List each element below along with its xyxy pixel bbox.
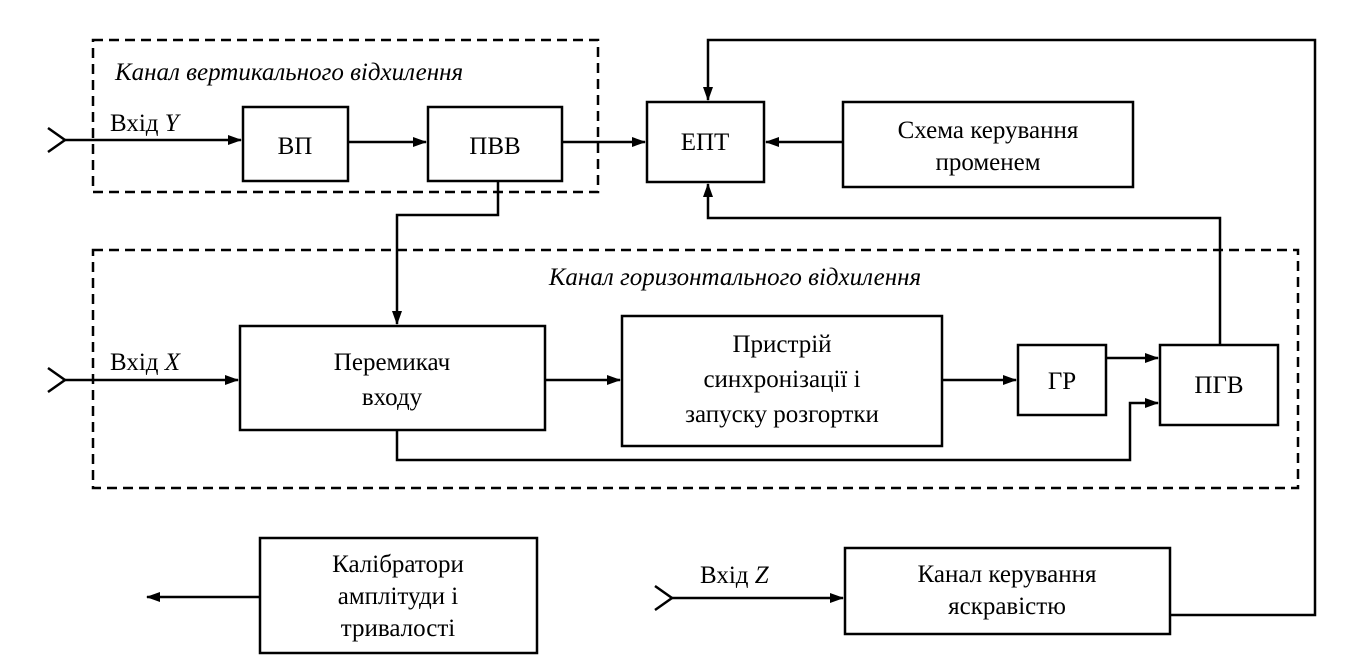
gr-block: [1016, 343, 1108, 417]
wire-pvv-to-input-switch: [392, 181, 500, 325]
brightness-label-2: яскравістю: [948, 593, 1066, 620]
vp-label: ВП: [278, 133, 313, 160]
input-z-connector: [654, 584, 675, 612]
pgv-label: ПГВ: [1194, 372, 1243, 399]
wire-switch-bypass-to-pgv: [395, 398, 1159, 462]
pvv-label: ПВВ: [469, 133, 520, 160]
input-x-label: Вхід X: [110, 349, 182, 376]
calibrators-label-1: Калібратори: [332, 551, 464, 578]
beam-control-label-1: Схема керування: [898, 117, 1079, 144]
sync-block: [620, 314, 944, 448]
input-switch-block: [238, 324, 547, 432]
vertical-channel-frame: [91, 38, 600, 194]
beam-control-block: [841, 100, 1135, 189]
pvv-block: [426, 105, 564, 183]
input-switch-label-2: входу: [362, 384, 423, 411]
calibrators-block: [258, 536, 539, 655]
vertical-channel-title: Канал вертикального відхилення: [114, 59, 463, 86]
input-switch-label-1: Перемикач: [334, 349, 450, 376]
ept-label: ЕПТ: [681, 129, 730, 156]
sync-label-2: синхронізації і: [703, 366, 860, 393]
wire-brightness-to-ept: [703, 38, 1317, 617]
brightness-channel-block: [843, 546, 1172, 636]
beam-control-label-2: променем: [935, 149, 1040, 176]
horizontal-channel-title: Канал горизонтального відхилення: [548, 264, 921, 291]
calibrators-label-3: тривалості: [341, 615, 456, 642]
wire-pgv-to-ept: [703, 183, 1222, 345]
input-y-label: Вхід Y: [110, 110, 182, 137]
vp-block: [241, 105, 350, 183]
gr-label: ГР: [1048, 368, 1076, 395]
sync-label-3: запуску розгортки: [685, 401, 879, 428]
sync-label-1: Пристрій: [732, 331, 831, 358]
calibrators-label-2: амплітуди і: [338, 583, 459, 610]
input-x-connector: [47, 366, 68, 394]
input-z-label: Вхід Z: [700, 562, 770, 589]
ept-block: [645, 100, 766, 184]
brightness-label-1: Канал керування: [918, 561, 1097, 588]
input-y-connector: [47, 126, 68, 154]
